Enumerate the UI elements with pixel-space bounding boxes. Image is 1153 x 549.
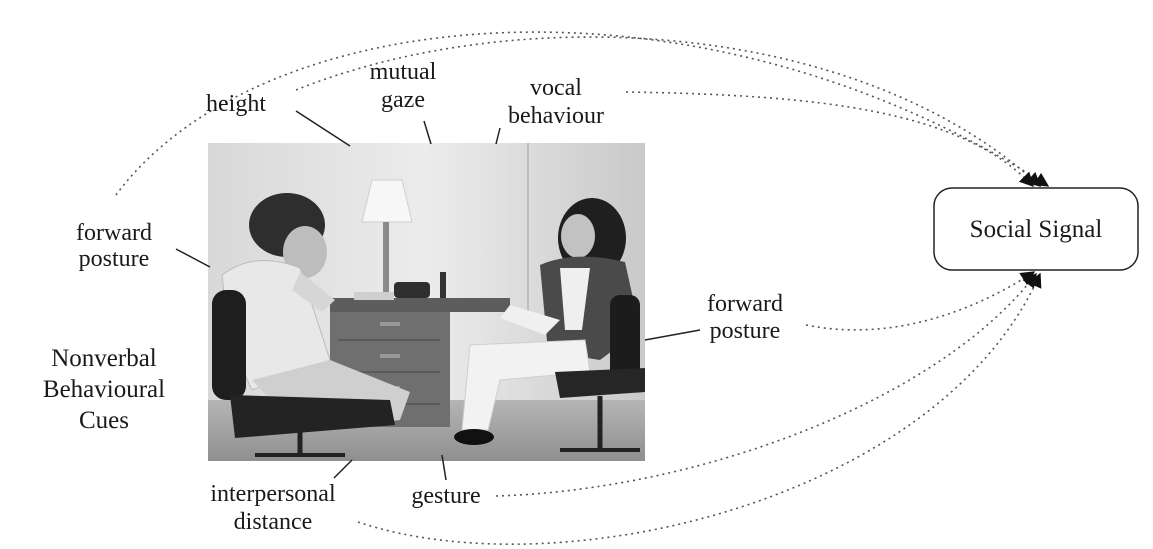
pointer-interpersonal-distance bbox=[333, 459, 353, 479]
label-gesture: gesture bbox=[411, 483, 480, 509]
label-forward-left-line2: posture bbox=[79, 246, 150, 272]
social-signal-label: Social Signal bbox=[970, 216, 1103, 243]
pointer-forward-posture-left bbox=[175, 248, 211, 268]
label-mutual-line1: mutual bbox=[370, 59, 437, 85]
pointer-vocal-behaviour bbox=[495, 127, 501, 145]
label-vocal-line1: vocal bbox=[530, 75, 582, 101]
pointer-height bbox=[295, 110, 351, 147]
link-forward-posture-right bbox=[805, 271, 1036, 331]
link-gesture bbox=[495, 272, 1037, 497]
photo-two-people bbox=[208, 143, 645, 461]
pointer-forward-posture-right bbox=[644, 329, 701, 341]
group-label-line1: Nonverbal bbox=[51, 345, 157, 372]
label-height: height bbox=[206, 91, 266, 117]
social-signal-node: Social Signal bbox=[933, 187, 1139, 271]
label-vocal-line2: behaviour bbox=[508, 103, 604, 129]
label-forward-left-line1: forward bbox=[76, 220, 152, 246]
label-mutual-line2: gaze bbox=[381, 87, 425, 113]
label-interpersonal-line2: distance bbox=[234, 509, 313, 535]
group-label-line3: Cues bbox=[79, 407, 129, 434]
pointer-gesture bbox=[441, 454, 447, 481]
label-interpersonal-line1: interpersonal bbox=[210, 481, 336, 507]
group-label-line2: Behavioural bbox=[43, 376, 165, 403]
label-forward-right-line2: posture bbox=[710, 318, 781, 344]
link-forward-posture-left bbox=[115, 31, 1050, 196]
link-interpersonal-distance bbox=[357, 272, 1042, 545]
label-forward-right-line1: forward bbox=[707, 291, 783, 317]
link-vocal-behaviour bbox=[625, 91, 1034, 188]
pointer-mutual-gaze bbox=[423, 120, 432, 145]
